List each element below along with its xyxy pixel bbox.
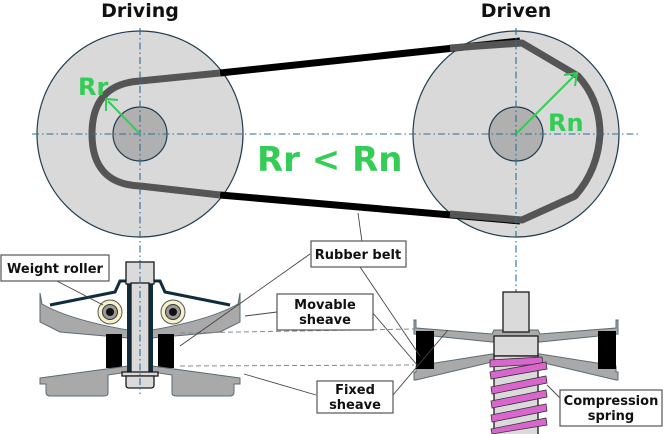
svg-text:Weight roller: Weight roller	[7, 262, 104, 277]
driven-belt-section-left	[416, 331, 434, 369]
ramp-plate-left	[49, 279, 128, 307]
leader-weight-roller	[54, 279, 104, 306]
driven-fixed-sheave	[413, 353, 619, 381]
leader-movable-driven	[371, 311, 419, 367]
svg-text:Movable: Movable	[294, 298, 356, 313]
svg-text:Compression: Compression	[564, 394, 659, 409]
leader-belt-driving	[179, 253, 311, 347]
driven-radius-arrow	[515, 71, 579, 135]
svg-text:sheave: sheave	[299, 313, 351, 328]
driving-radius-label: Rr	[78, 73, 108, 101]
driven-title: Driven	[481, 0, 551, 22]
projection-line-upper	[179, 328, 415, 334]
ramp-plate-right	[152, 279, 231, 307]
label-rubber-belt: Rubber belt	[310, 240, 407, 268]
compression-spring	[489, 356, 548, 434]
leader-compression-spring	[546, 384, 561, 399]
driving-belt-section-right	[158, 334, 174, 368]
label-fixed-sheave: Fixed sheave	[316, 380, 394, 414]
label-movable-sheave: Movable sheave	[276, 293, 374, 331]
driving-section	[39, 261, 241, 397]
projection-line-lower	[179, 364, 415, 367]
radius-relation: Rr < Rn	[257, 140, 403, 180]
label-compression-spring: Compression spring	[559, 389, 663, 427]
leader-fixed-driven	[392, 329, 449, 396]
driven-radius-label: Rn	[548, 109, 584, 137]
weight-roller-left	[97, 299, 123, 325]
driving-radius-arrow	[105, 97, 141, 135]
driving-title: Driving	[101, 0, 179, 22]
weight-roller-right	[160, 299, 186, 325]
label-weight-roller: Weight roller	[0, 254, 110, 282]
svg-text:sheave: sheave	[329, 398, 381, 413]
leader-fixed-driving	[243, 373, 317, 396]
driving-fixed-sheave-right	[151, 365, 241, 397]
driven-shaft-top	[502, 291, 530, 333]
driving-fixed-sheave-left	[39, 365, 129, 397]
svg-text:Rubber belt: Rubber belt	[315, 248, 401, 263]
driving-belt-section-left	[106, 334, 122, 368]
driven-collar	[493, 335, 539, 357]
leader-belt-driven	[357, 263, 421, 357]
driven-section	[413, 291, 619, 434]
driven-belt-section-right	[598, 331, 616, 369]
svg-text:Fixed: Fixed	[335, 383, 375, 398]
svg-text:spring: spring	[588, 409, 634, 424]
leader-belt-top	[357, 212, 363, 243]
